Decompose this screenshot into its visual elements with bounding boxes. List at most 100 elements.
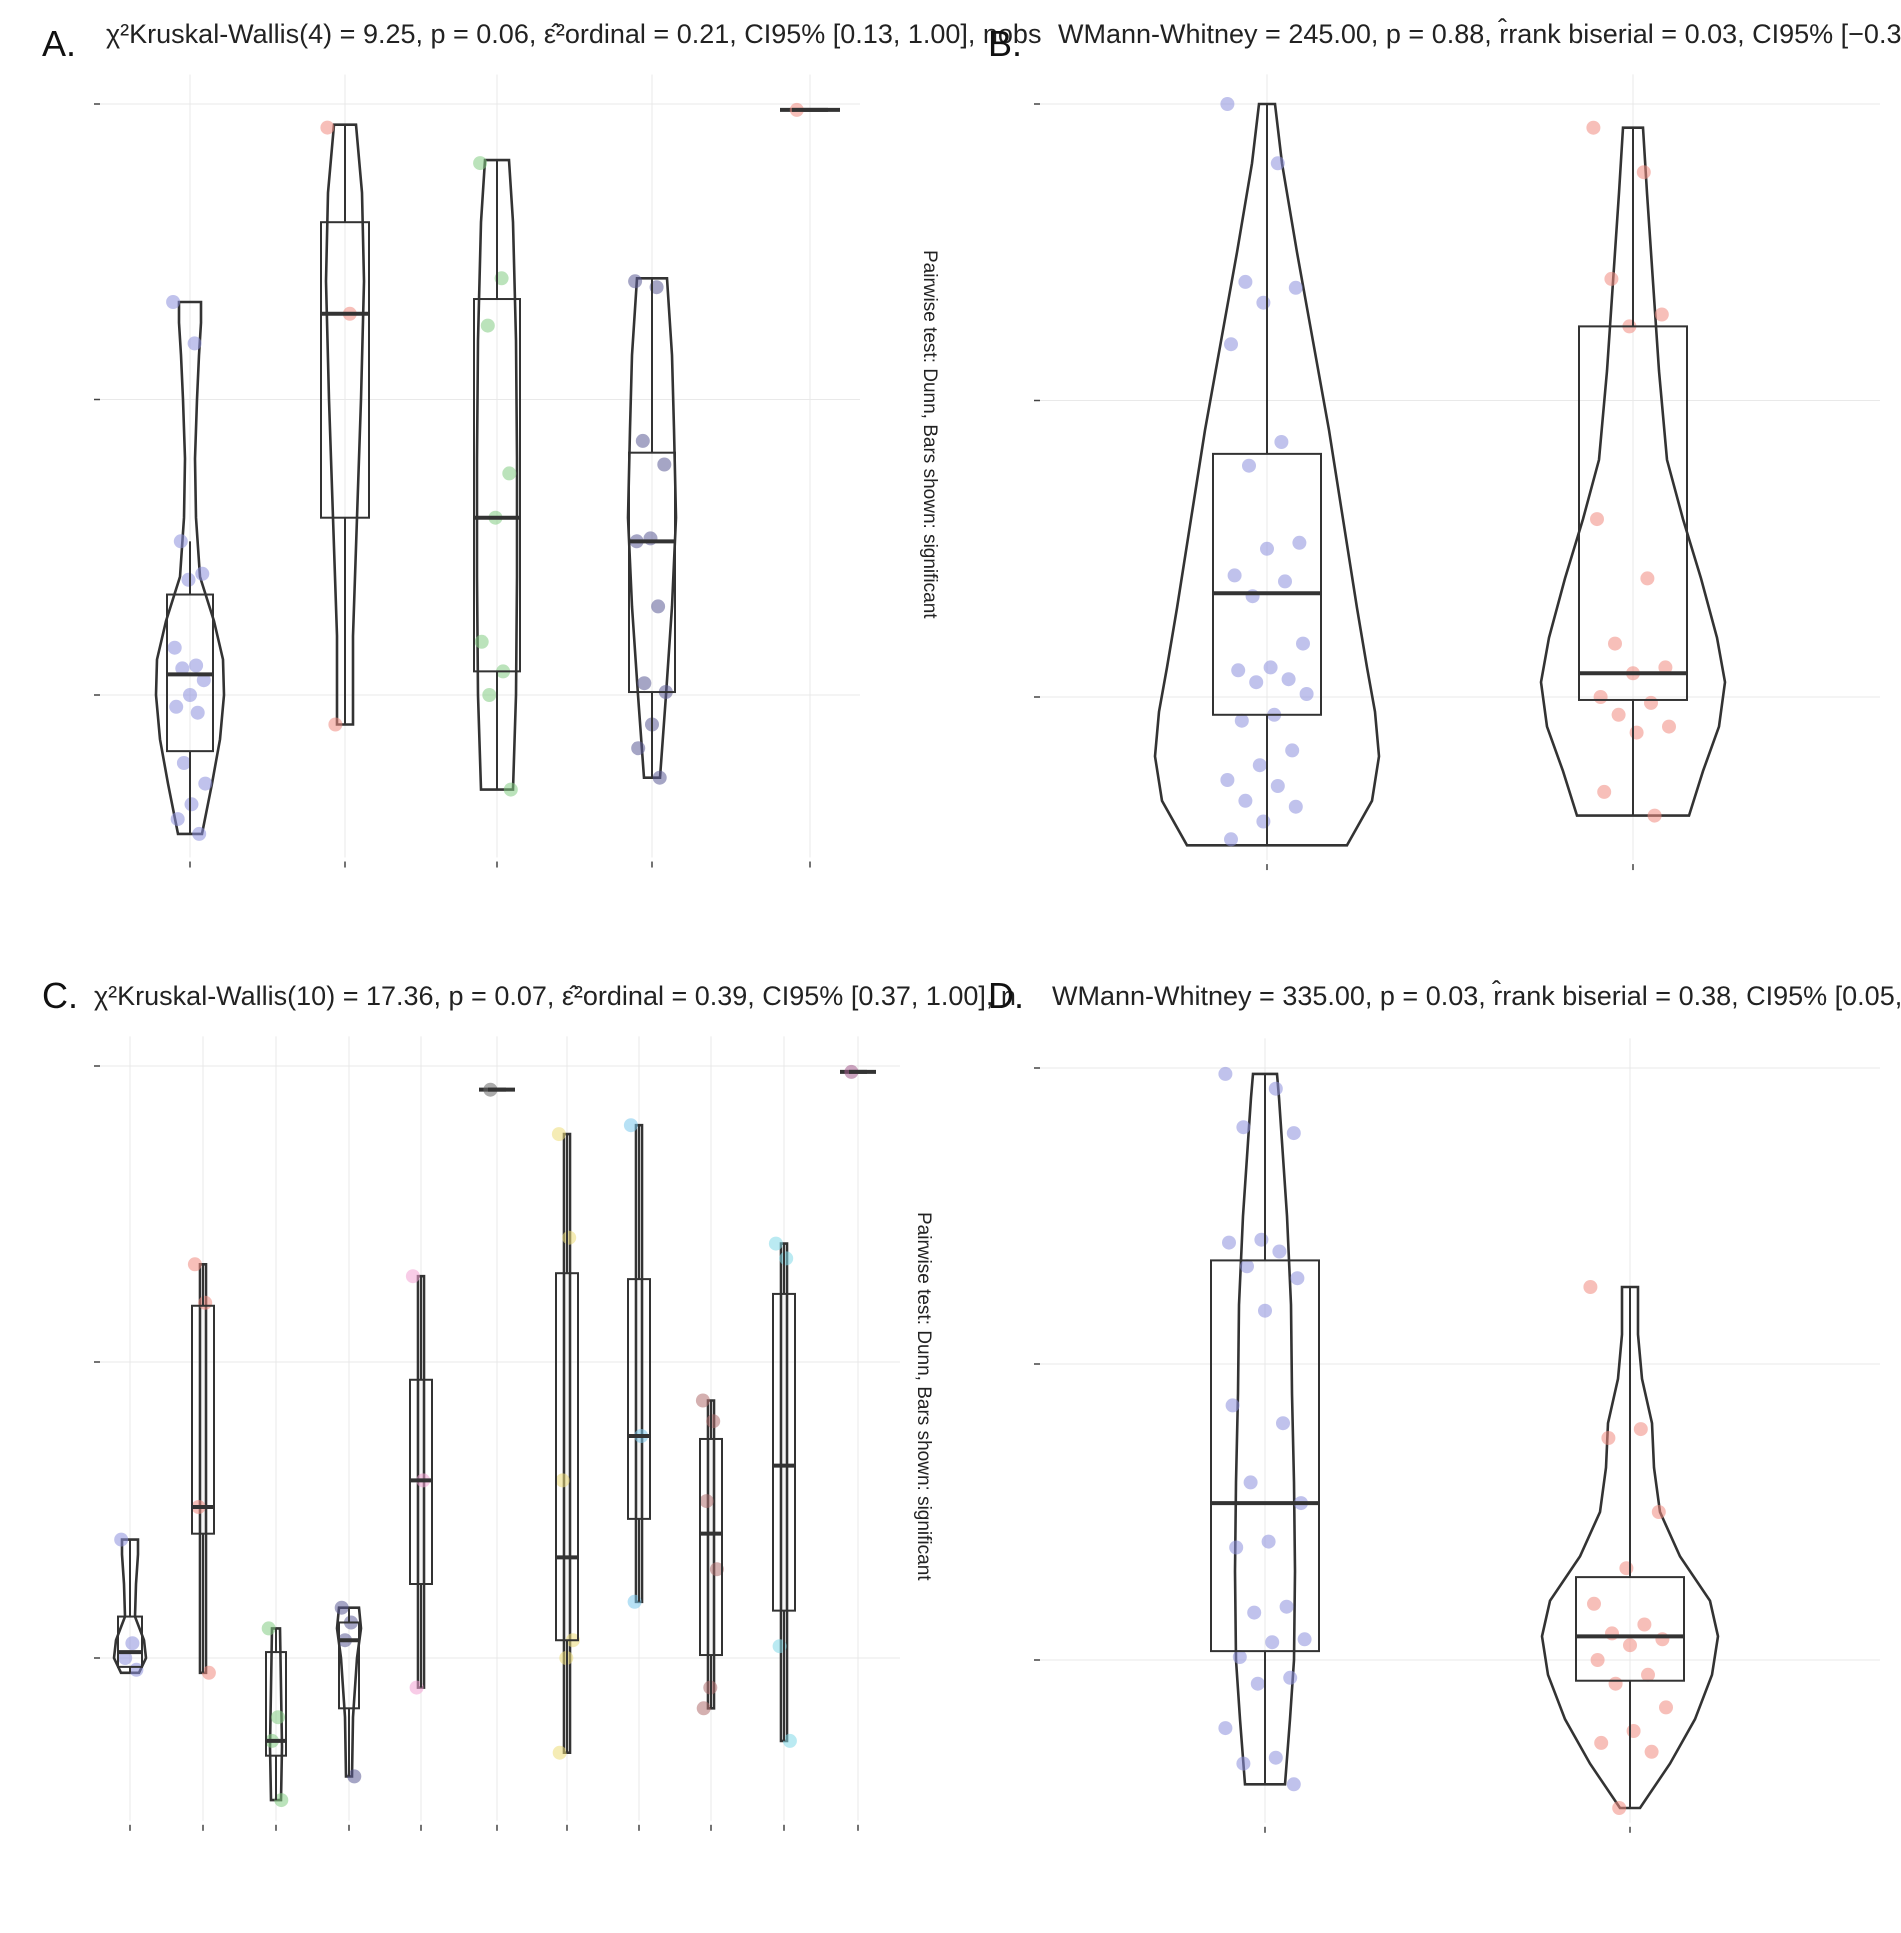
data-point xyxy=(1290,1271,1305,1286)
violin-B xyxy=(324,123,366,726)
chart-d-plot xyxy=(1034,1038,1880,1833)
data-point xyxy=(1586,120,1601,135)
box-10 xyxy=(699,1437,723,1657)
data-point xyxy=(1229,1540,1244,1555)
box-F xyxy=(1212,452,1322,716)
chart-a-plot xyxy=(94,74,860,868)
data-point xyxy=(1633,1422,1648,1437)
data-point xyxy=(1288,799,1303,814)
data-point xyxy=(1224,337,1238,352)
data-point xyxy=(651,599,666,614)
data-point xyxy=(198,776,213,791)
data-point xyxy=(198,1295,213,1310)
data-point xyxy=(405,1269,420,1284)
data-point xyxy=(1240,1259,1254,1274)
data-point xyxy=(1252,758,1267,773)
data-point xyxy=(1254,1232,1269,1247)
data-point xyxy=(320,120,335,135)
data-point xyxy=(779,1251,794,1266)
data-point xyxy=(1583,1280,1598,1294)
data-point xyxy=(637,676,652,691)
panel-c-side-note: Pairwise test: Dunn, Bars shown: signifi… xyxy=(913,1212,934,1581)
data-point xyxy=(473,156,488,171)
data-point xyxy=(1637,1617,1652,1632)
panel-d-label: D. xyxy=(988,975,1024,1016)
data-point xyxy=(166,295,181,309)
data-point xyxy=(1261,1534,1276,1549)
data-point xyxy=(1281,672,1296,687)
data-point xyxy=(631,741,646,756)
data-point xyxy=(696,1701,711,1716)
data-point xyxy=(1232,1650,1247,1664)
data-point xyxy=(623,1118,638,1133)
data-point xyxy=(1644,695,1658,710)
data-point xyxy=(1256,814,1271,829)
data-point xyxy=(167,640,182,655)
box-C xyxy=(473,298,521,673)
chart-b-plot xyxy=(1034,74,1880,871)
data-point xyxy=(1593,690,1608,704)
data-point xyxy=(1238,274,1253,289)
data-point xyxy=(1658,660,1673,675)
box-1 xyxy=(117,1615,143,1668)
data-point xyxy=(1299,687,1314,701)
data-point xyxy=(649,280,664,295)
data-point xyxy=(482,688,497,702)
data-point xyxy=(562,1230,577,1245)
box-M xyxy=(1578,325,1688,701)
data-point xyxy=(635,433,650,448)
data-point xyxy=(1220,773,1235,787)
data-point xyxy=(555,1473,570,1488)
data-point xyxy=(1651,1505,1666,1519)
data-point xyxy=(1258,1303,1272,1318)
data-point xyxy=(114,1532,129,1547)
data-point xyxy=(1604,271,1619,286)
data-point xyxy=(1260,541,1274,556)
data-point xyxy=(1278,574,1292,589)
data-point xyxy=(1225,1398,1240,1413)
box-8 xyxy=(555,1272,579,1642)
data-point xyxy=(1263,660,1278,675)
data-point xyxy=(187,1257,202,1272)
data-point xyxy=(1590,512,1604,527)
panel-d-title: WMann-Whitney = 335.00, p = 0.03, r̂rank… xyxy=(1052,980,1901,1011)
data-point xyxy=(474,634,489,649)
data-point xyxy=(502,466,517,481)
data-point xyxy=(118,1651,133,1665)
data-point xyxy=(1272,1244,1287,1259)
data-point xyxy=(1227,568,1242,583)
panel-b: B. WMann-Whitney = 245.00, p = 0.88, r̂r… xyxy=(988,18,1901,871)
data-point xyxy=(1597,784,1612,799)
data-point xyxy=(176,756,191,770)
data-point xyxy=(1247,1605,1262,1620)
data-point xyxy=(183,688,197,702)
data-point xyxy=(503,782,518,797)
data-point xyxy=(1297,1632,1312,1647)
data-point xyxy=(1662,719,1676,734)
panel-c-label: C. xyxy=(42,975,78,1016)
box-4 xyxy=(338,1621,360,1710)
data-point xyxy=(1640,571,1655,586)
data-point xyxy=(1292,535,1307,550)
data-point xyxy=(181,572,196,587)
panel-a-label: A. xyxy=(42,23,76,64)
data-point xyxy=(1611,707,1626,722)
data-point xyxy=(1279,1599,1294,1614)
violin-M xyxy=(1539,126,1727,817)
data-point xyxy=(1276,1416,1290,1431)
data-point xyxy=(1654,307,1669,322)
data-point xyxy=(1256,295,1271,310)
data-point xyxy=(1220,97,1235,111)
data-point xyxy=(196,673,211,688)
data-point xyxy=(192,826,207,841)
data-point xyxy=(1601,1431,1616,1445)
data-point xyxy=(187,336,202,351)
data-point xyxy=(1647,808,1662,823)
data-point xyxy=(1249,675,1264,690)
data-point xyxy=(1268,1081,1283,1096)
data-point xyxy=(1250,1676,1265,1691)
data-point xyxy=(190,705,205,720)
data-point xyxy=(1265,1635,1280,1650)
data-point xyxy=(261,1621,276,1636)
